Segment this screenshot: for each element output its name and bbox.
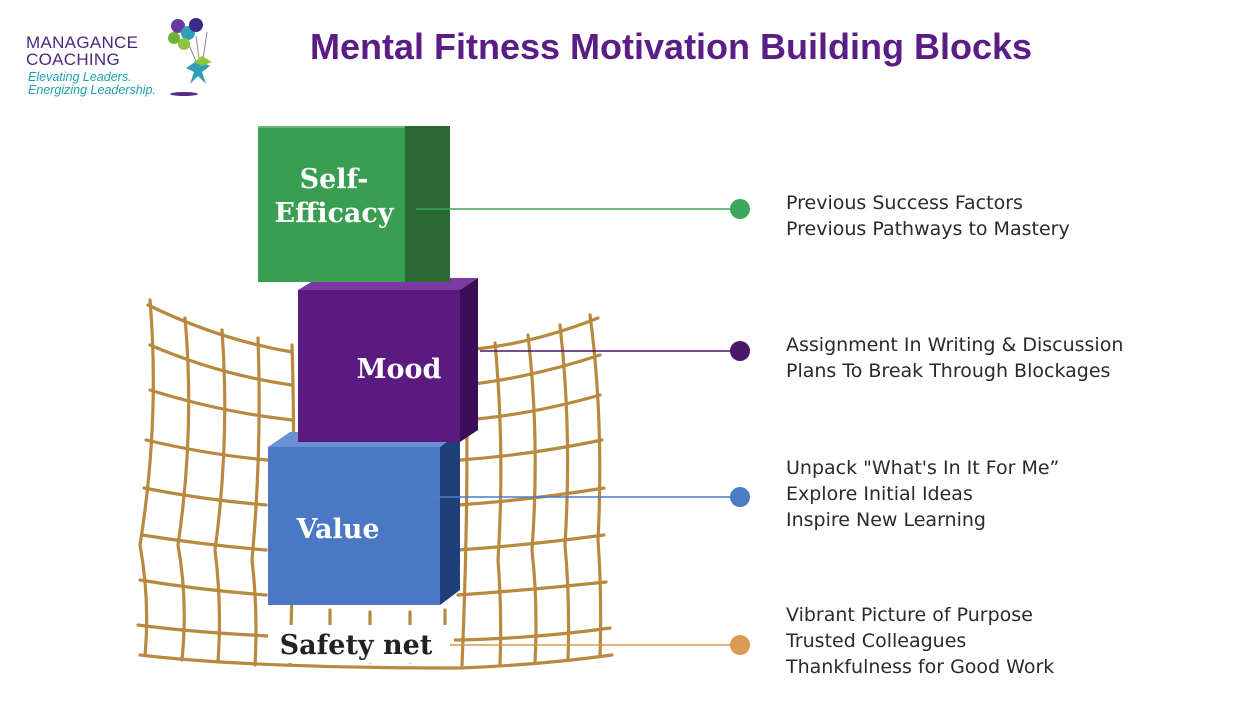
value-dot xyxy=(730,487,750,507)
value-desc-item: Explore Initial Ideas xyxy=(786,483,973,505)
safety-net-description: Vibrant Picture of Purpose Trusted Colle… xyxy=(786,602,1054,680)
company-logo: MANAGANCE COACHING Elevating Leaders. En… xyxy=(26,16,216,100)
self-efficacy-block xyxy=(258,126,450,282)
logo-name-line1: MANAGANCE xyxy=(26,33,139,52)
mood-dot xyxy=(730,341,750,361)
safety-net-desc-item: Thankfulness for Good Work xyxy=(786,656,1055,678)
value-description: Unpack "What's In It For Me” Explore Ini… xyxy=(786,455,1059,533)
logo-tagline-line2: Energizing Leadership. xyxy=(28,83,156,97)
self-efficacy-label-line2: Efficacy xyxy=(274,198,394,229)
value-desc-item: Inspire New Learning xyxy=(786,509,986,531)
safety-net-dot xyxy=(730,635,750,655)
self-efficacy-desc-item: Previous Success Factors xyxy=(786,192,1023,214)
logo-tagline-line1: Elevating Leaders. xyxy=(28,70,132,84)
mood-description: Assignment In Writing & Discussion Plans… xyxy=(786,332,1123,384)
page-title: Mental Fitness Motivation Building Block… xyxy=(310,26,1033,67)
logo-name-line2: COACHING xyxy=(26,50,121,69)
safety-net-desc-item: Trusted Colleagues xyxy=(786,630,967,652)
value-label: Value xyxy=(295,514,379,545)
safety-net-label-bg xyxy=(268,625,454,663)
self-efficacy-dot xyxy=(730,199,750,219)
self-efficacy-label-line1: Self- xyxy=(300,164,369,195)
mood-desc-item: Plans To Break Through Blockages xyxy=(786,360,1111,382)
safety-net-desc-item: Vibrant Picture of Purpose xyxy=(786,604,1033,626)
mood-desc-item: Assignment In Writing & Discussion xyxy=(786,334,1124,356)
mood-block xyxy=(298,278,478,442)
value-desc-item: Unpack "What's In It For Me” xyxy=(786,457,1060,479)
mood-label: Mood xyxy=(357,354,442,385)
self-efficacy-description: Previous Success Factors Previous Pathwa… xyxy=(786,190,1070,242)
balloon-person-icon xyxy=(168,18,212,96)
safety-net-label: Safety net xyxy=(280,630,433,661)
self-efficacy-desc-item: Previous Pathways to Mastery xyxy=(786,218,1070,240)
